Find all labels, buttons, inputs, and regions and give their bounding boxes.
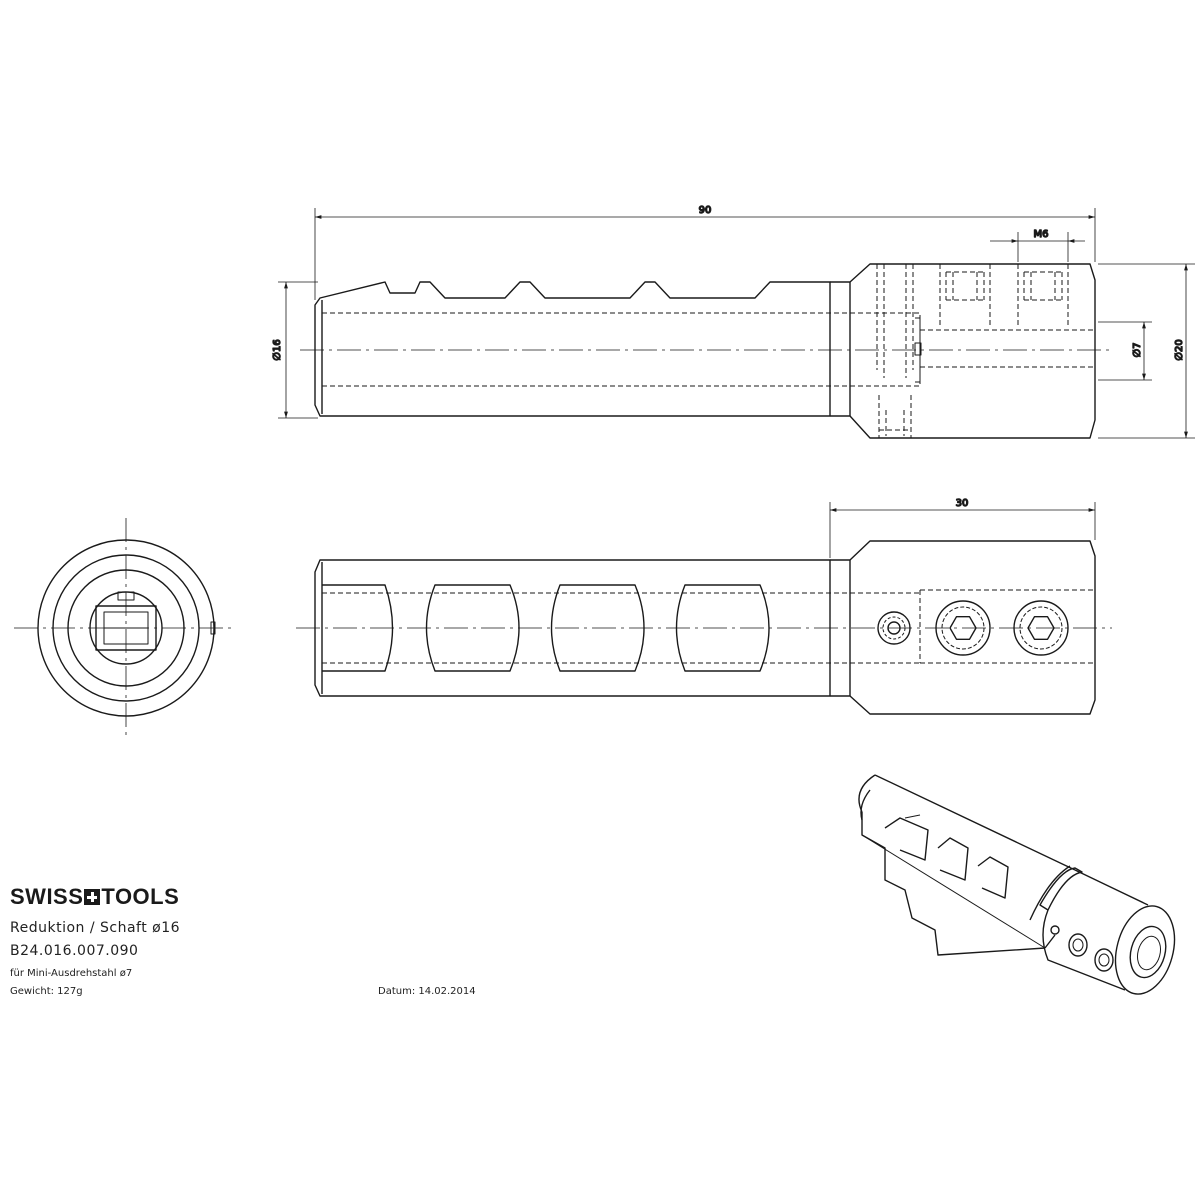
iso-head-outline [1042, 869, 1149, 991]
iso-shank-lower-edge [861, 834, 1046, 949]
end-view-key-slot [117, 591, 135, 601]
end-view [14, 518, 236, 740]
plan-view-flat-2 [425, 584, 520, 672]
plan-view-flat-4 [675, 584, 770, 672]
plan-view-head-outline [830, 540, 1096, 715]
iso-head-end-face [1114, 905, 1176, 995]
dim-head-diameter-label: ∅20 [1174, 339, 1185, 360]
dim-shank-diameter [278, 281, 318, 419]
brand-logo: SWISS TOOLS [10, 884, 179, 910]
iso-flat-3 [977, 856, 1009, 899]
swiss-cross-icon [84, 889, 101, 905]
isometric-view [858, 774, 1176, 995]
iso-flat-1 [884, 817, 929, 861]
iso-screw-2 [1094, 948, 1114, 972]
iso-collar-edge [1029, 865, 1071, 921]
brand-logo-left: SWISS [10, 884, 84, 909]
top-view-key [914, 342, 922, 356]
top-view-shank-outline [314, 281, 831, 417]
dim-head-length-label: 30 [956, 498, 969, 509]
iso-screw-1-hex [1072, 938, 1084, 952]
iso-shank-outline [858, 774, 1076, 956]
dim-length-total [314, 208, 1096, 300]
dim-shank-diameter-label: ∅16 [272, 339, 283, 360]
plan-view [296, 540, 1112, 715]
dim-bore-diameter-label: ∅7 [1132, 342, 1143, 357]
top-view-hidden-lines [322, 264, 1095, 438]
part-title: Reduktion / Schaft ø16 [10, 920, 181, 936]
dim-length-total-label: 90 [699, 205, 712, 216]
part-weight: Gewicht: 127g [10, 986, 83, 997]
plan-view-hidden-lines [322, 589, 1095, 664]
brand-logo-right: TOOLS [101, 884, 180, 909]
part-number: B24.016.007.090 [10, 943, 139, 959]
top-view [300, 263, 1110, 439]
top-view-stop-pin [915, 317, 921, 383]
dim-thread [990, 232, 1085, 262]
dim-head-diameter [1098, 263, 1195, 439]
dim-head-length [829, 502, 1096, 558]
dim-thread-label: M6 [1034, 229, 1049, 240]
dim-bore-diameter [1098, 321, 1152, 381]
drawing-date: Datum: 14.02.2014 [378, 986, 476, 997]
plan-view-flat-3 [550, 584, 645, 672]
iso-flat-2 [937, 837, 969, 881]
iso-screw-2-hex [1098, 953, 1110, 967]
part-usage: für Mini-Ausdrehstahl ø7 [10, 968, 133, 979]
iso-flat-1-edge [904, 814, 921, 819]
iso-front-chamfer [860, 789, 871, 821]
iso-collar [1039, 867, 1083, 911]
iso-screw-1 [1068, 933, 1088, 957]
iso-head-bore [1129, 925, 1167, 979]
iso-screw-small [1050, 925, 1060, 935]
iso-head-bore-inner [1136, 935, 1162, 971]
